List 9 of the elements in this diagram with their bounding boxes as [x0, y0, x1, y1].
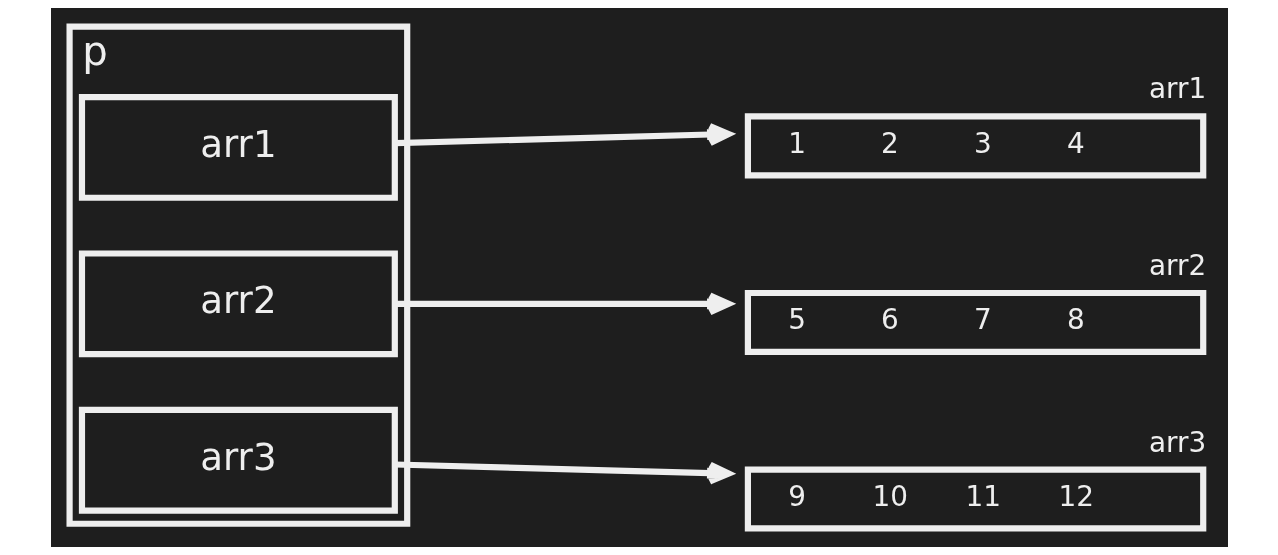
node-box: 1 2 3 4 — [744, 113, 1206, 179]
node-box: 5 6 7 8 — [744, 289, 1206, 355]
node-label: arr2 — [1148, 249, 1206, 283]
node-box: arr1 — [78, 94, 398, 201]
node-box: 9 10 11 12 — [744, 466, 1206, 532]
node-label: arr1 — [1148, 72, 1206, 106]
node-box: arr2 — [78, 250, 398, 358]
node-box: arr3 — [78, 406, 398, 514]
node-label: arr3 — [1148, 425, 1206, 459]
